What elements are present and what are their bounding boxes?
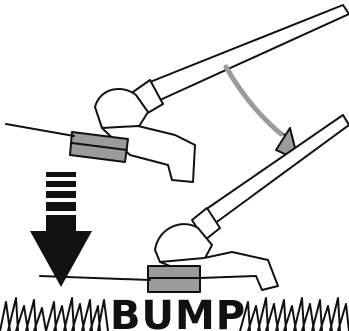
bumping-trimmer-head-housing — [154, 223, 213, 263]
down-arrow-icon — [30, 172, 92, 287]
grass-icon — [0, 297, 349, 331]
trimmer-bumping — [39, 114, 349, 293]
raised-trimmer-line — [5, 123, 75, 137]
curved-arrow-icon — [223, 64, 299, 161]
raised-trimmer-head-housing — [94, 87, 149, 129]
bumping-trimmer-guard — [159, 251, 279, 291]
trimmer-raised — [5, 4, 349, 183]
raised-trimmer-shaft — [149, 4, 349, 101]
bump-label: BUMP — [110, 293, 246, 331]
